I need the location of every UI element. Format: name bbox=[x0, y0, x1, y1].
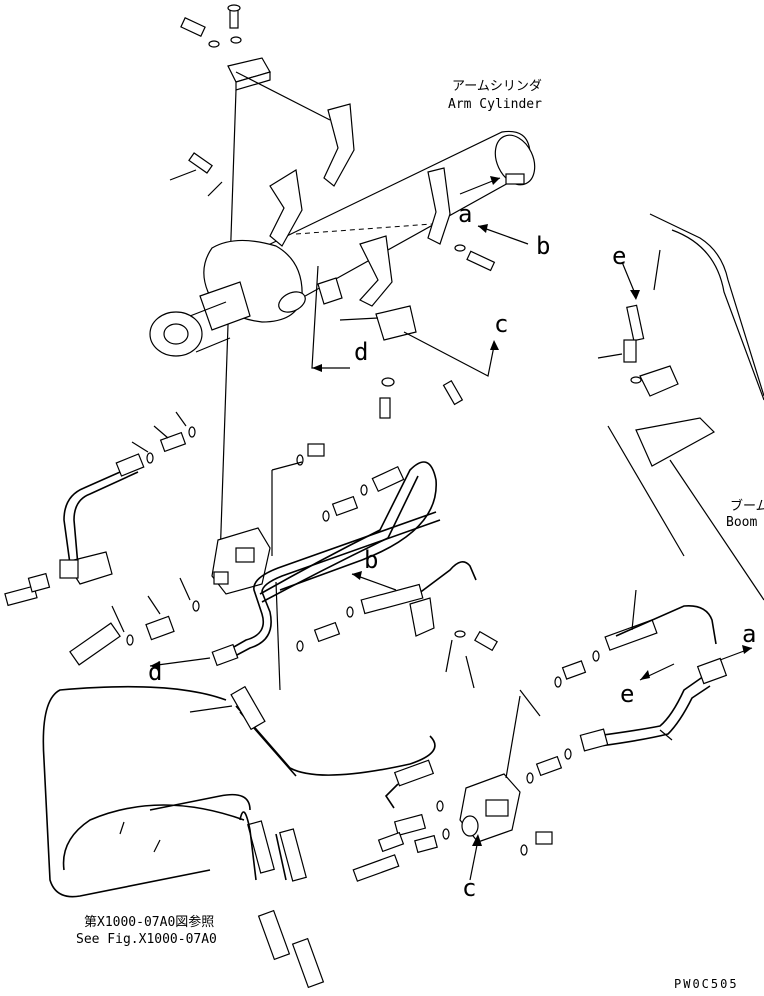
boom-label-jp: ブーム bbox=[730, 499, 764, 514]
see-fig-label-en: See Fig.X1000-07A0 bbox=[76, 932, 217, 947]
drawing-code: PW0C505 bbox=[674, 977, 739, 991]
hose-loop-lower-left bbox=[42, 622, 436, 989]
boom-detail bbox=[597, 213, 764, 601]
callout-a-top: a bbox=[458, 200, 473, 228]
boom-label-en: Boom bbox=[726, 515, 758, 530]
pipe-upper-left bbox=[4, 453, 145, 607]
valve-block-lower bbox=[352, 619, 658, 882]
hose-upper-right bbox=[259, 443, 437, 603]
callout-arrows-top bbox=[169, 169, 529, 377]
callout-a-lower: a bbox=[742, 620, 757, 648]
callout-d-mid: d bbox=[354, 338, 369, 366]
top-bolt-assembly bbox=[180, 4, 271, 91]
leader-line bbox=[235, 71, 331, 121]
hose-b-lower bbox=[275, 561, 498, 691]
callout-c-mid: c bbox=[494, 310, 509, 338]
leader-lines-misc bbox=[189, 589, 673, 741]
callout-b-top: b bbox=[536, 232, 551, 260]
callout-arrow-c-bottom bbox=[469, 834, 482, 881]
arm-cylinder-label-jp: アームシリンダ bbox=[452, 79, 542, 94]
assembly-centerline bbox=[219, 89, 237, 561]
callout-d-lower: d bbox=[148, 658, 163, 686]
callout-b-lower: b bbox=[364, 546, 379, 574]
arm-cylinder-label-en: Arm Cylinder bbox=[448, 97, 542, 112]
callout-c-bottom: c bbox=[462, 874, 477, 902]
see-fig-label-jp: 第X1000-07A0図参照 bbox=[84, 915, 215, 930]
cylinder-bolts bbox=[188, 152, 525, 419]
arm-cylinder bbox=[149, 130, 536, 357]
cylinder-clamps bbox=[269, 103, 451, 341]
fittings-left bbox=[111, 411, 200, 646]
pipe-e-lower bbox=[579, 604, 753, 752]
pipe-to-d bbox=[149, 511, 441, 670]
callout-e-lower: e bbox=[620, 680, 635, 708]
callout-e-right: e bbox=[612, 242, 627, 270]
valve-block-upper bbox=[211, 527, 271, 595]
